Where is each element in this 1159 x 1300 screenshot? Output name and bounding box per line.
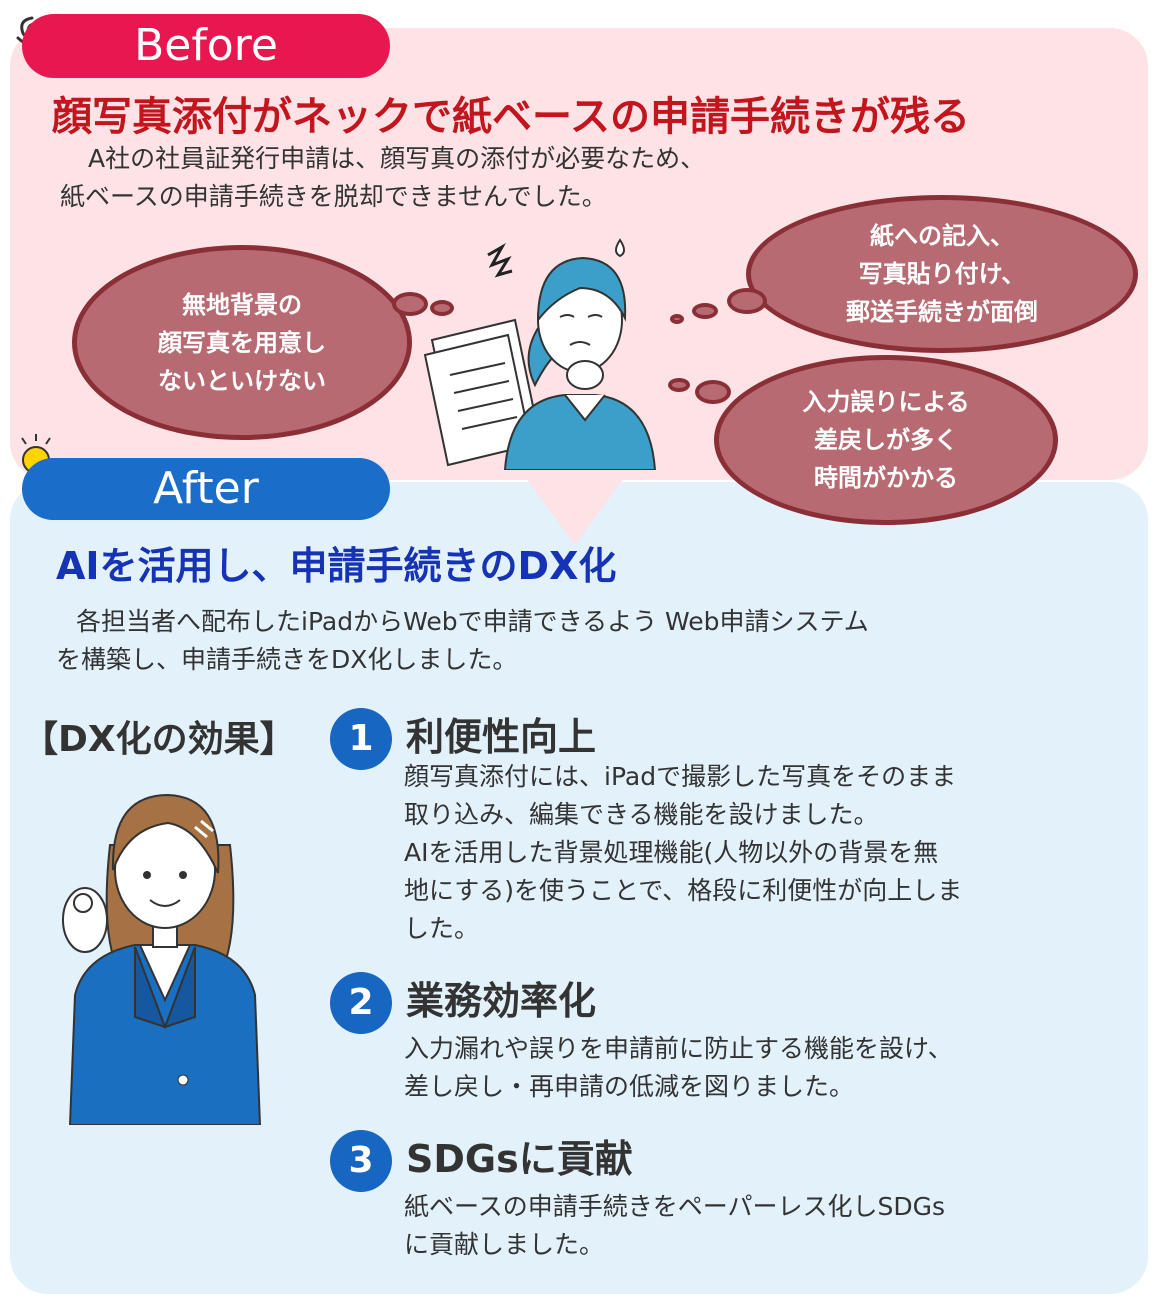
- thought-bubble-left: 無地背景の 顔写真を用意し ないといけない: [72, 245, 412, 440]
- thought-bubble-top-right: 紙への記入、 写真貼り付け、 郵送手続きが面倒: [746, 195, 1138, 353]
- bubble-dot: [430, 300, 454, 316]
- effect-body-line: AIを活用した背景処理機能(人物以外の背景を無: [404, 838, 939, 867]
- effect-body-line: した。: [404, 914, 480, 943]
- effects-label: 【DX化の効果】: [22, 719, 296, 760]
- before-description-line1: A社の社員証発行申請は、顔写真の添付が必要なため、: [88, 144, 706, 173]
- effect-body-2: 入力漏れや誤りを申請前に防止する機能を設け、 差し戻し・再申請の低減を図りました…: [404, 1030, 1124, 1106]
- after-tab: After: [22, 458, 390, 520]
- effect-body-line: 地にする)を使うことで、格段に利便性が向上しま: [404, 876, 963, 905]
- after-description-line2: を構築し、申請手続きをDX化しました。: [56, 645, 518, 674]
- effect-body-line: 入力漏れや誤りを申請前に防止する機能を設け、: [404, 1034, 953, 1063]
- effect-title-1: 利便性向上: [406, 715, 597, 759]
- bubble-dot: [670, 314, 684, 324]
- effect-number-3: 3: [330, 1130, 392, 1192]
- effect-body-line: 差し戻し・再申請の低減を図りました。: [404, 1072, 855, 1101]
- effect-body-line: 取り込み、編集できる機能を設けました。: [404, 800, 879, 829]
- before-tab: Before: [22, 14, 390, 78]
- bubble-dot: [695, 380, 731, 404]
- after-description-line1: 各担当者へ配布したiPadからWebで申請できるよう Web申請システム: [76, 607, 869, 636]
- effect-body-3: 紙ベースの申請手続きをペーパーレス化しSDGs に貢献しました。: [404, 1188, 1124, 1264]
- speech-pointer: [520, 470, 630, 545]
- effect-body-line: 顔写真添付には、iPadで撮影した写真をそのまま: [404, 762, 957, 791]
- effect-body-line: 紙ベースの申請手続きをペーパーレス化しSDGs: [404, 1192, 946, 1221]
- effect-body-1: 顔写真添付には、iPadで撮影した写真をそのまま 取り込み、編集できる機能を設け…: [404, 758, 1124, 948]
- bubble-dot: [692, 303, 718, 319]
- effect-number-2: 2: [330, 972, 392, 1034]
- bubble-dot: [727, 288, 767, 314]
- worried-woman-illustration: [423, 238, 657, 470]
- before-description-line2: 紙ベースの申請手続きを脱却できませんでした。: [60, 182, 607, 211]
- bubble-dot: [392, 292, 428, 316]
- thought-bubble-bottom-right: 入力誤りによる 差戻しが多く 時間がかかる: [714, 355, 1058, 525]
- effect-body-line: に貢献しました。: [404, 1230, 605, 1259]
- after-heading: AIを活用し、申請手続きのDX化: [56, 544, 617, 588]
- effect-title-3: SDGsに貢献: [406, 1137, 633, 1181]
- smiling-woman-illustration: [62, 793, 262, 1125]
- before-heading: 顔写真添付がネックで紙ベースの申請手続きが残る: [52, 94, 970, 140]
- effect-title-2: 業務効率化: [406, 979, 597, 1023]
- effect-number-1: 1: [330, 708, 392, 770]
- bubble-dot: [668, 378, 690, 392]
